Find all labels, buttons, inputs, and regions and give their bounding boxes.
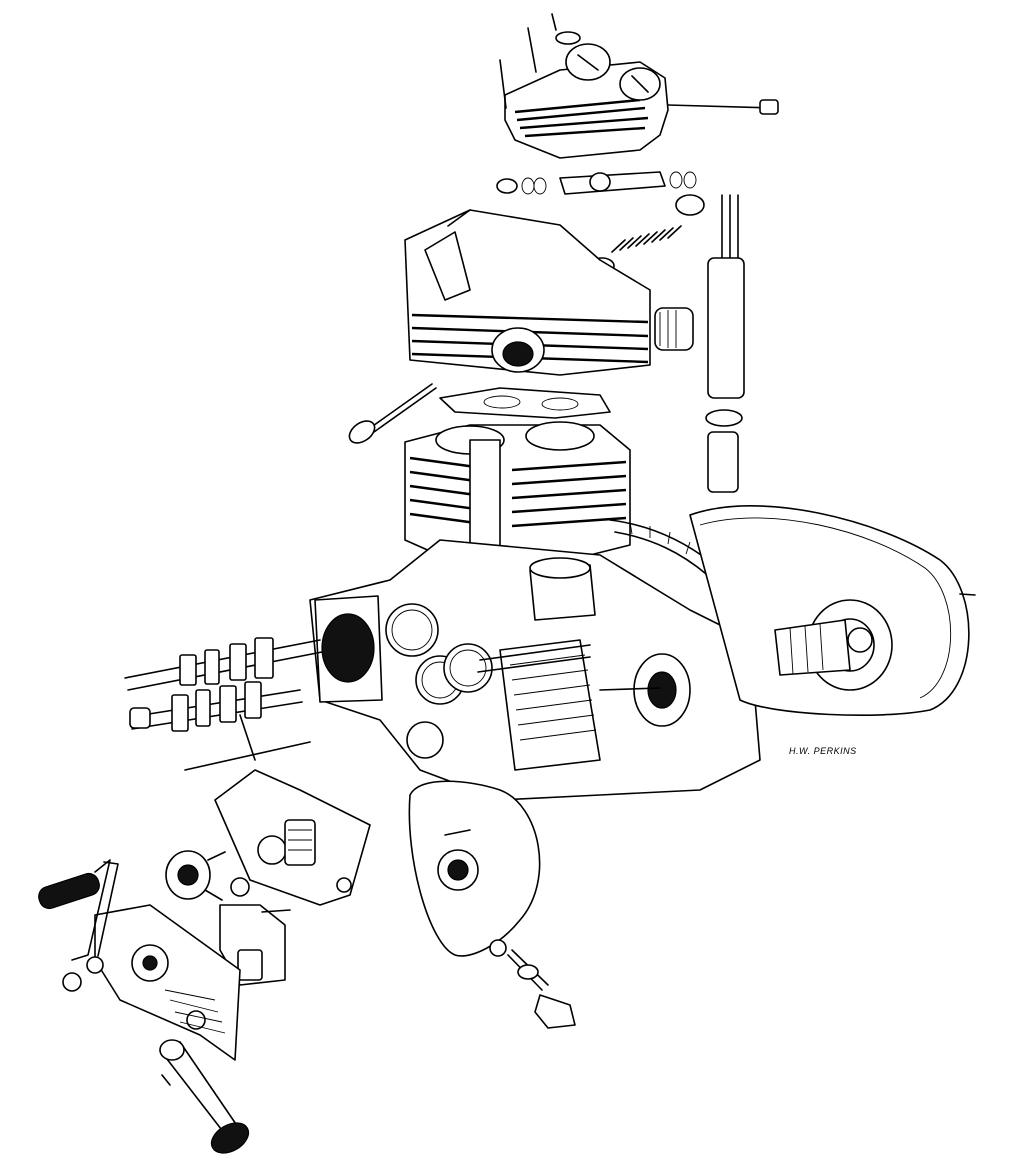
gearbox-inner-cover <box>214 769 371 906</box>
kickstart-lever <box>159 1039 250 1154</box>
head-gasket <box>439 387 611 419</box>
cylinder-barrel <box>404 421 631 561</box>
valve <box>348 383 437 444</box>
timing-gears <box>385 603 661 759</box>
rocker-spindles <box>496 171 697 195</box>
artist-signature: H.W. PERKINS <box>789 746 857 756</box>
crankcase <box>309 539 761 801</box>
gearchange-mechanism <box>219 904 291 986</box>
timing-cover <box>408 780 541 957</box>
gearbox-outer-cover <box>94 904 241 1061</box>
kickstart-quadrant <box>165 850 250 901</box>
gearbox-cluster <box>124 637 323 771</box>
pushrod-tube <box>705 194 745 493</box>
rocker-box <box>499 13 779 159</box>
valve-springs <box>589 194 705 275</box>
cylinder-head <box>404 209 694 376</box>
contact-breaker-cap <box>507 949 576 1029</box>
gear-lever <box>38 859 119 992</box>
primary-chaincase <box>689 505 976 717</box>
